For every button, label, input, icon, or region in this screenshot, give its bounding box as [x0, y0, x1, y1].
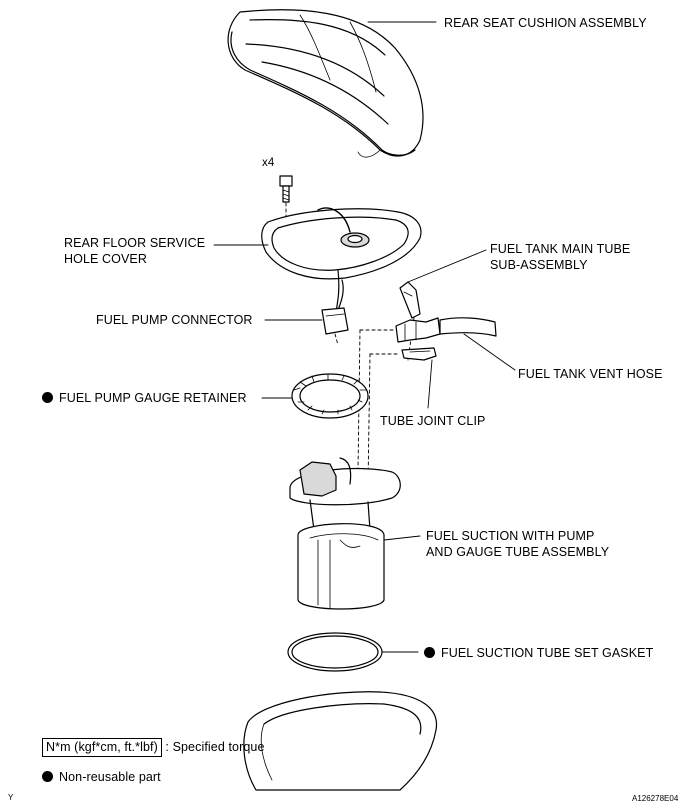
corner-code-left: Y [8, 793, 14, 802]
tube-set-gasket-drawing [287, 632, 383, 672]
non-reusable-marker-icon [42, 771, 53, 782]
leader-lines [213, 21, 516, 653]
vent-hose-drawing [357, 317, 497, 471]
fuel-pump-connector-drawing [321, 307, 349, 346]
label-suction-assembly-line1: FUEL SUCTION WITH PUMP [426, 529, 595, 543]
label-main-tube-line2: SUB-ASSEMBLY [490, 258, 588, 272]
label-rear-floor-cover-line1: REAR FLOOR SERVICE [64, 236, 206, 250]
legend-non-reusable: Non-reusable part [42, 770, 161, 785]
label-suction-assembly-line2: AND GAUGE TUBE ASSEMBLY [426, 545, 610, 559]
figure-id: A126278E04 [632, 794, 679, 803]
torque-description: : Specified torque [165, 740, 265, 754]
non-reusable-marker-icon [424, 647, 435, 658]
service-hole-cover-drawing [261, 207, 422, 313]
torque-box: N*m (kgf*cm, ft.*lbf) [42, 738, 162, 757]
fuel-tank-opening-drawing [243, 691, 438, 791]
legend-torque: N*m (kgf*cm, ft.*lbf) : Specified torque [42, 738, 265, 757]
label-vent-hose: FUEL TANK VENT HOSE [518, 367, 663, 381]
non-reusable-marker-icon [42, 392, 53, 403]
fuel-suction-assembly-drawing [289, 457, 401, 610]
label-gauge-retainer: FUEL PUMP GAUGE RETAINER [42, 391, 247, 406]
label-quantity: x4 [262, 157, 275, 169]
tube-joint-clip-drawing [367, 347, 437, 487]
label-rear-seat-cushion: REAR SEAT CUSHION ASSEMBLY [444, 16, 647, 30]
gauge-retainer-drawing [291, 373, 369, 419]
label-tube-joint-clip: TUBE JOINT CLIP [380, 414, 486, 428]
label-rear-floor-cover-line2: HOLE COVER [64, 252, 147, 266]
label-tube-set-gasket: FUEL SUCTION TUBE SET GASKET [424, 646, 653, 661]
label-fuel-pump-connector: FUEL PUMP CONNECTOR [96, 313, 253, 327]
label-main-tube-line1: FUEL TANK MAIN TUBE [490, 242, 631, 256]
rear-seat-cushion-drawing [227, 9, 424, 158]
